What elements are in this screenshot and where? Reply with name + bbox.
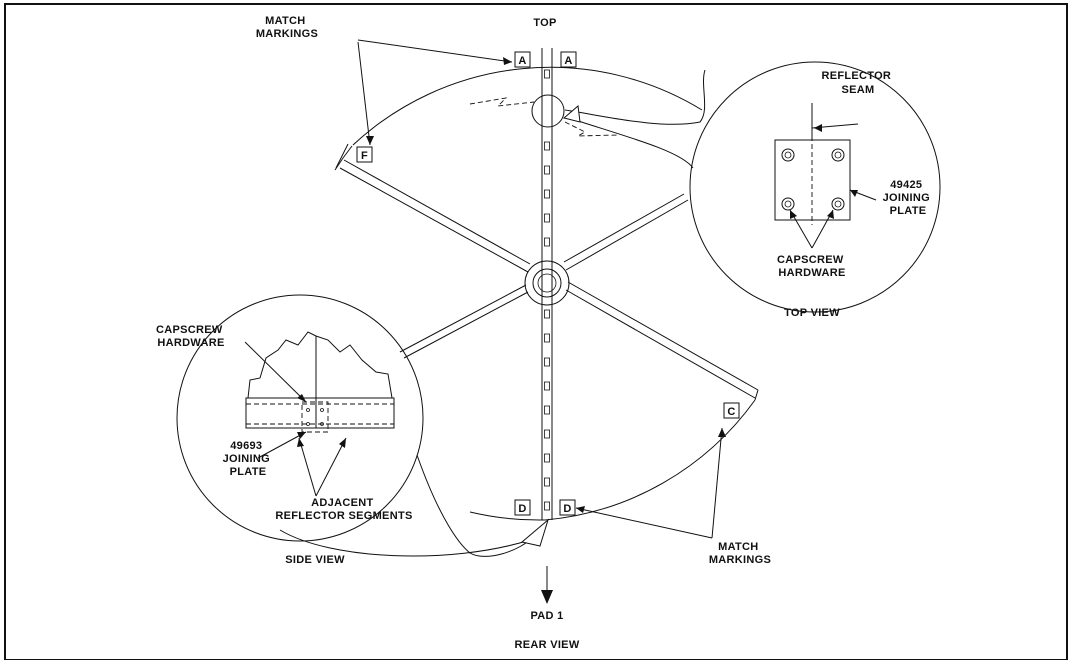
top-view-label: TOP VIEW <box>784 307 840 319</box>
reflector-ribs <box>335 48 759 520</box>
pad-label: PAD 1 <box>530 610 563 622</box>
match-markings-bottom-label: MATCH MARKINGS <box>709 541 771 566</box>
seam-clip-mark <box>544 405 550 415</box>
seam-clip-mark <box>544 141 550 151</box>
reflector-seam-label: REFLECTOR SEAM <box>821 70 894 96</box>
seam-clip-mark <box>544 309 550 319</box>
joining-plate-49693 <box>301 401 329 433</box>
seam-clip-mark <box>544 333 550 343</box>
joining-plate-49693-label: 49693 JOINING PLATE <box>223 440 274 478</box>
marker-d-left-label: D <box>518 503 526 515</box>
marker-a-left-label: A <box>518 55 526 67</box>
capscrew-hardware-right-label: CAPSCREW HARDWARE <box>777 254 847 279</box>
seam-clip-mark <box>544 501 550 511</box>
marker-d-right-label: D <box>563 503 571 515</box>
reflector-outline <box>334 66 756 521</box>
marker-f: F <box>356 146 373 163</box>
adjacent-segments-label: ADJACENT REFLECTOR SEGMENTS <box>275 497 412 522</box>
match-markings-top-label: MATCH MARKINGS <box>256 15 318 40</box>
seam-clip-mark <box>544 381 550 391</box>
seam-clip-mark <box>544 357 550 367</box>
seam-clip-mark <box>544 165 550 175</box>
marker-c-label: C <box>727 406 735 418</box>
marker-c: C <box>723 402 740 419</box>
marker-f-label: F <box>361 150 368 162</box>
side-view-callout <box>176 294 549 557</box>
seam-clip-mark <box>544 237 550 247</box>
leader-lines <box>244 39 877 539</box>
break-line-right <box>564 121 619 137</box>
seam-detail-circle <box>531 94 565 128</box>
seam-clip-mark <box>544 429 550 439</box>
joining-plate-49425-label: 49425 JOINING PLATE <box>883 179 934 217</box>
seam-clip-mark <box>544 69 550 79</box>
break-line-left <box>469 97 535 107</box>
marker-d-right: D <box>559 499 576 516</box>
marker-a-right: A <box>560 51 577 68</box>
side-view-label: SIDE VIEW <box>285 554 345 566</box>
top-label: TOP <box>533 17 556 29</box>
seam-clip-marks <box>544 69 550 511</box>
rear-view-label: REAR VIEW <box>514 639 579 651</box>
seam-clip-mark <box>544 213 550 223</box>
seam-clip-mark <box>544 477 550 487</box>
capscrew-hardware-left-label: CAPSCREW HARDWARE <box>156 324 226 349</box>
pad-arrow <box>541 566 553 604</box>
marker-d-left: D <box>514 499 531 516</box>
seam-clip-mark <box>544 189 550 199</box>
seam-clip-mark <box>544 453 550 463</box>
marker-a-left: A <box>514 51 531 68</box>
marker-a-right-label: A <box>564 55 572 67</box>
top-view-callout <box>562 61 941 313</box>
capscrew-bolts <box>781 148 845 211</box>
